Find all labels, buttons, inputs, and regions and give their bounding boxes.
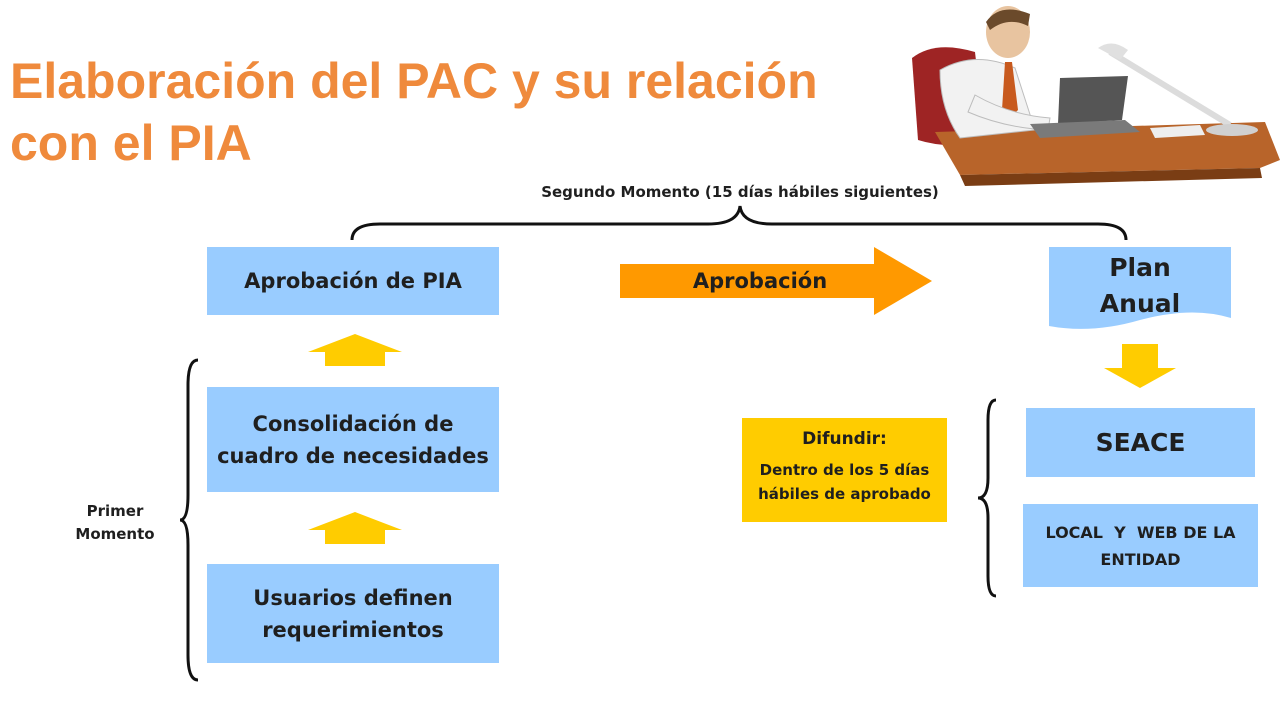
difundir-body: Dentro de los 5 días hábiles de aprobado (758, 461, 931, 503)
usuarios-text: Usuarios definen requerimientos (253, 585, 453, 642)
page-title: Elaboración del PAC y su relación con el… (10, 53, 818, 171)
person-arm (967, 94, 1051, 131)
laptop-base (1030, 120, 1140, 138)
plan-anual-line1: Plan (1109, 253, 1171, 282)
desk-top (935, 122, 1280, 175)
plan-anual-label: Plan Anual (1049, 250, 1231, 322)
segundo-momento-brace (350, 205, 1128, 241)
person-hair (986, 9, 1030, 30)
aprobacion-arrow-label: Aprobación (692, 269, 828, 293)
difundir-box: Difundir: Dentro de los 5 días hábiles d… (742, 418, 947, 522)
chair-back (912, 47, 985, 146)
seace-text: SEACE (1095, 428, 1186, 457)
desk-edge (960, 168, 1262, 186)
desk-illustration-group (912, 6, 1280, 186)
up-arrow-bottom (308, 512, 402, 544)
primer-momento-brace (179, 358, 199, 682)
seace-box: SEACE (1026, 408, 1255, 477)
primer-momento-label: Primer Momento (60, 500, 170, 546)
lamp-arm (1108, 49, 1232, 128)
local-web-box: LOCAL Y WEB DE LA ENTIDAD (1023, 504, 1258, 587)
consolidacion-text: Consolidación de cuadro de necesidades (217, 411, 489, 468)
lamp-head (1098, 43, 1128, 60)
plan-anual-line2: Anual (1099, 289, 1181, 318)
aprobacion-pia-box: Aprobación de PIA (207, 247, 499, 315)
consolidacion-box: Consolidación de cuadro de necesidades (207, 387, 499, 492)
difundir-heading: Difundir: (802, 429, 887, 449)
person-tie (1002, 62, 1018, 118)
down-arrow-plan (1104, 344, 1176, 388)
segundo-momento-label: Segundo Momento (15 días hábiles siguien… (541, 183, 939, 201)
primer-momento-line2: Momento (75, 525, 155, 543)
laptop-screen (1058, 76, 1128, 124)
up-arrow-top (308, 334, 402, 366)
person-head (986, 6, 1030, 58)
difusion-brace (977, 398, 997, 598)
person-torso (939, 59, 1036, 139)
local-web-text: LOCAL Y WEB DE LA ENTIDAD (1045, 522, 1242, 569)
usuarios-box: Usuarios definen requerimientos (207, 564, 499, 663)
lamp-base (1206, 124, 1258, 136)
aprobacion-pia-text: Aprobación de PIA (244, 269, 462, 293)
desk-papers (1150, 125, 1205, 138)
primer-momento-line1: Primer (86, 502, 144, 520)
